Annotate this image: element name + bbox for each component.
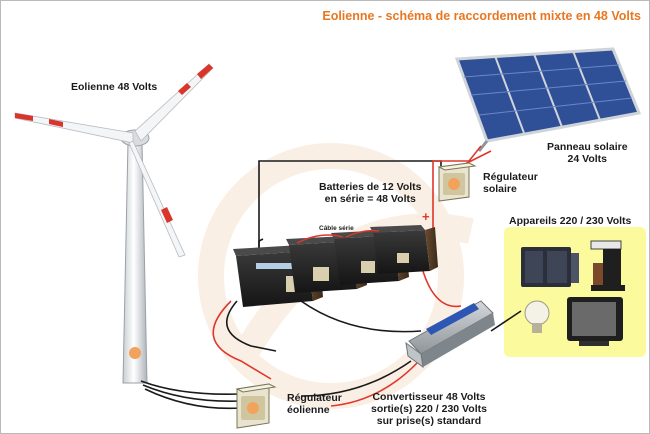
wind-regulator-label-line1: Régulateur bbox=[287, 392, 342, 404]
series-cable-label: Câble série bbox=[319, 225, 354, 232]
batteries-label-line2: en série = 48 Volts bbox=[324, 193, 416, 205]
wind-turbine-label: Eolienne 48 Volts bbox=[71, 81, 158, 93]
converter-label-line2: sortie(s) 220 / 230 Volts bbox=[371, 403, 487, 415]
wind-regulator-label-line2: éolienne bbox=[287, 404, 330, 416]
solar-regulator-label-line1: Régulateur bbox=[483, 171, 538, 183]
coffee-maker-appliance bbox=[590, 240, 625, 291]
solar-panel-label: Panneau solaire 24 Volts bbox=[547, 141, 628, 165]
wind-regulator bbox=[235, 383, 277, 429]
solar-panel bbox=[454, 47, 642, 152]
solar-regulator-label: Régulateur solaire bbox=[483, 171, 538, 195]
batteries-label-line1: Batteries de 12 Volts bbox=[319, 181, 422, 193]
wind-regulator-label: Régulateur éolienne bbox=[287, 392, 342, 416]
lightbulb-appliance bbox=[524, 300, 550, 333]
solar-regulator-label-line2: solaire bbox=[483, 183, 517, 195]
converter-label-line1: Convertisseur 48 Volts bbox=[372, 391, 486, 403]
solar-panel-label-line2: 24 Volts bbox=[567, 153, 608, 165]
radio-appliance bbox=[521, 247, 579, 287]
television-appliance bbox=[567, 297, 623, 346]
positive-terminal-label: + bbox=[422, 209, 430, 224]
battery-bank bbox=[233, 225, 438, 307]
wind-turbine bbox=[14, 63, 214, 384]
appliances-label: Appareils 220 / 230 Volts bbox=[509, 215, 632, 227]
page-title: Eolienne - schéma de raccordement mixte … bbox=[322, 9, 641, 23]
solar-panel-label-line1: Panneau solaire bbox=[547, 141, 628, 153]
cables bbox=[140, 145, 522, 410]
converter-label-line3: sur prise(s) standard bbox=[376, 415, 482, 427]
converter bbox=[405, 300, 495, 369]
tower-logo bbox=[129, 347, 141, 359]
batteries-label: Batteries de 12 Volts en série = 48 Volt… bbox=[319, 181, 422, 205]
solar-regulator bbox=[437, 162, 477, 202]
battery-4 bbox=[370, 225, 438, 274]
converter-label: Convertisseur 48 Volts sortie(s) 220 / 2… bbox=[371, 391, 487, 427]
